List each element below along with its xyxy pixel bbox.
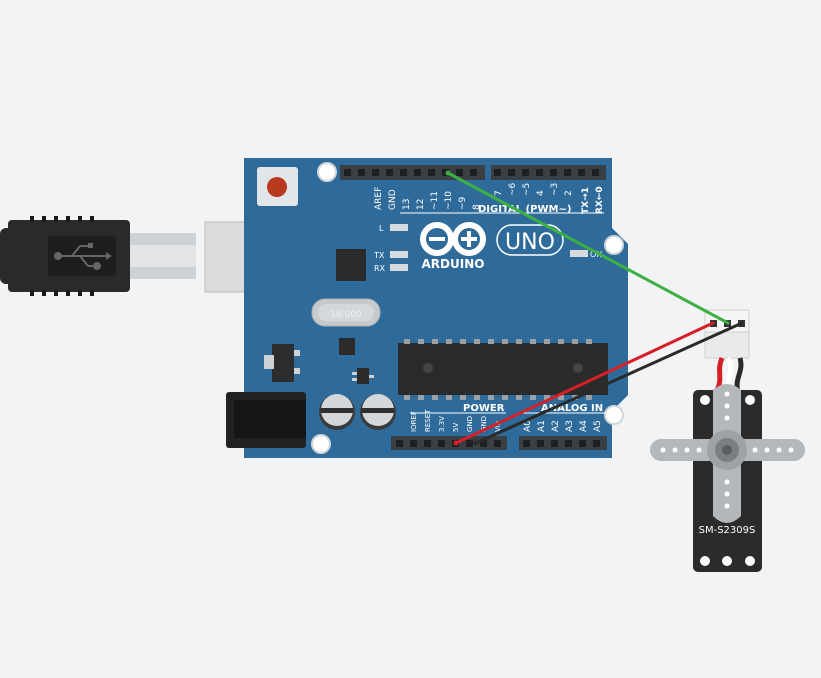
- brand-label: ARDUINO: [422, 257, 485, 271]
- pin-label: 13: [402, 199, 412, 210]
- small-chip: [339, 338, 355, 355]
- pin-label: IOREF: [410, 411, 418, 432]
- pin-label: ~3: [550, 183, 560, 196]
- pin-label: 2: [564, 190, 574, 196]
- pin-label: A4: [579, 420, 589, 432]
- pin-label: Vin: [494, 421, 502, 432]
- pin-label: ~5: [522, 183, 532, 196]
- digital-header-right[interactable]: [491, 165, 606, 180]
- digital-header-title: DIGITAL (PWM~): [478, 204, 571, 215]
- pin-label: A2: [551, 420, 561, 432]
- pin-label: 5V: [452, 423, 460, 432]
- pin-label: GND: [388, 189, 398, 210]
- analog-title: ANALOG IN: [541, 403, 603, 414]
- analog-header[interactable]: [519, 436, 607, 450]
- ground-wire[interactable]: [474, 321, 744, 445]
- servo-horn[interactable]: [650, 384, 805, 523]
- svg-text:L: L: [379, 224, 384, 233]
- led-tx: TX: [373, 251, 408, 260]
- pin-label: ~11: [430, 191, 440, 210]
- pin-label: A1: [537, 420, 547, 432]
- svg-text:UNO: UNO: [505, 230, 555, 255]
- pin-label: RESET: [424, 409, 432, 432]
- usb-icon: [54, 243, 112, 270]
- analog-pin-labels: A0 A1 A2 A3 A4 A5: [523, 420, 603, 432]
- pin-label: 4: [536, 190, 546, 196]
- voltage-regulator: [264, 344, 300, 382]
- mounting-hole: [317, 162, 337, 182]
- power-wire[interactable]: [454, 321, 715, 445]
- crystal-oscillator: 16.000: [311, 298, 381, 327]
- led-on: ON: [570, 250, 602, 259]
- power-title: POWER: [463, 403, 505, 414]
- svg-text:ON: ON: [590, 250, 602, 259]
- mounting-hole: [311, 434, 331, 454]
- arduino-board[interactable]: 16.000 L TX: [226, 158, 628, 458]
- dc-power-jack: [226, 392, 306, 448]
- power-header[interactable]: [391, 436, 507, 450]
- pin-label: ~6: [508, 182, 518, 196]
- pin-label: A0: [523, 420, 533, 432]
- usb-cable[interactable]: [0, 216, 196, 296]
- capacitor: [319, 394, 355, 430]
- reset-button[interactable]: [257, 167, 298, 206]
- small-transistor: [352, 368, 374, 384]
- servo-model-label: SM-S2309S: [699, 525, 756, 536]
- uno-badge: UNO: [496, 224, 564, 256]
- pin-label: GND: [466, 416, 474, 432]
- arduino-infinity-logo: [420, 222, 486, 256]
- pin-label: A5: [593, 420, 603, 432]
- svg-text:TX: TX: [373, 251, 385, 260]
- servo-motor[interactable]: SM-S2309S: [650, 309, 805, 572]
- digital-pin-labels: AREF GND 13 12 ~11 ~10 ~9 8 7 ~6 ~5 4 ~3…: [374, 182, 605, 214]
- power-pin-labels: IOREF RESET 3.3V 5V GND GND Vin: [410, 409, 502, 432]
- pin-label: ~10: [444, 191, 454, 210]
- atmega-chip: [398, 339, 608, 400]
- pin-label: GND: [480, 416, 488, 432]
- pin-label: ~9: [458, 196, 468, 210]
- pin-label: 7: [494, 190, 504, 196]
- pin-label: AREF: [374, 187, 384, 210]
- pin-label: TX→1: [581, 187, 591, 214]
- pin-label: 3.3V: [438, 416, 446, 432]
- svg-text:RX: RX: [374, 264, 386, 273]
- servo-connector: [704, 309, 750, 359]
- capacitor: [360, 394, 396, 430]
- pin-label: 12: [416, 199, 426, 210]
- pin-label: RX←0: [595, 186, 605, 214]
- pin-label: 8: [472, 204, 482, 210]
- usb-controller-chip: [336, 249, 366, 281]
- mounting-hole: [604, 235, 624, 255]
- signal-wire[interactable]: [446, 171, 730, 325]
- pin-label: A3: [565, 420, 575, 432]
- led-rx: RX: [374, 264, 408, 273]
- svg-text:16.000: 16.000: [330, 310, 362, 320]
- led-l: L: [379, 224, 408, 233]
- mounting-hole: [604, 405, 624, 425]
- digital-header-left[interactable]: [340, 165, 485, 180]
